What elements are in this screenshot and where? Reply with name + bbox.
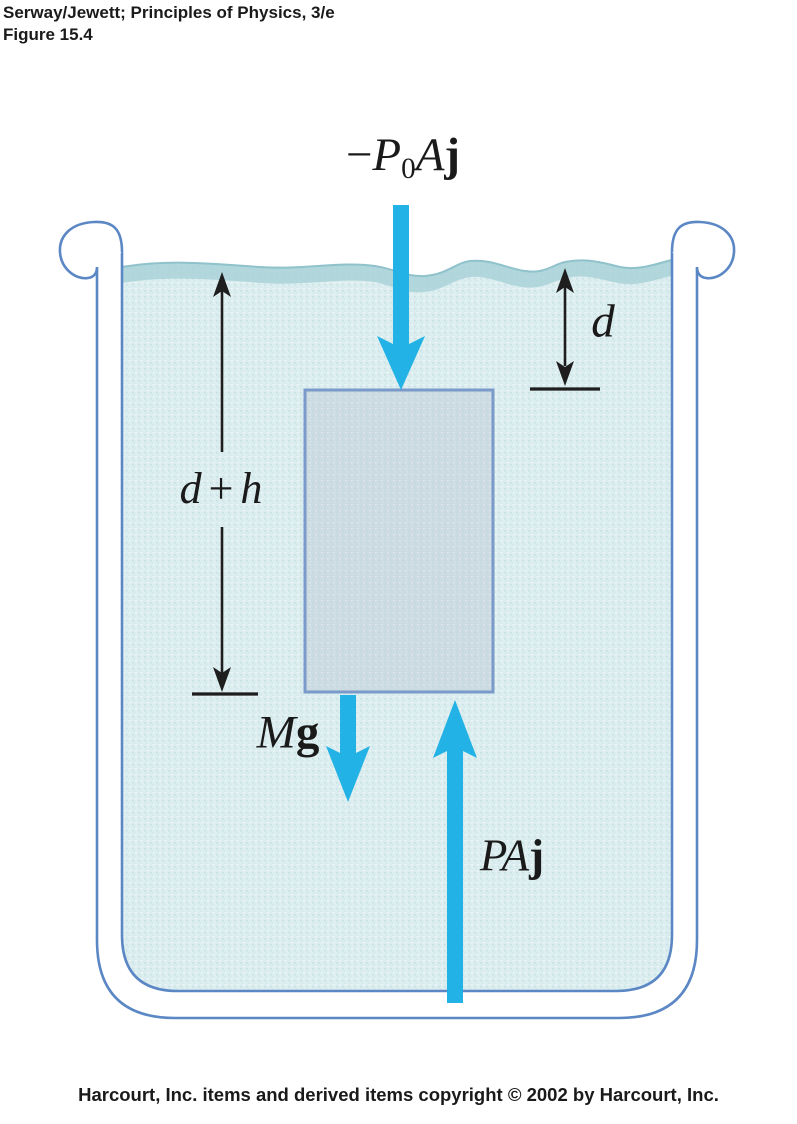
label-depth-d-plus-h: d+h — [179, 464, 263, 513]
dim-d-arrowhead-down — [556, 361, 574, 386]
force-arrow-pa-up — [433, 700, 477, 1003]
copyright-notice: Harcourt, Inc. items and derived items c… — [78, 1084, 719, 1105]
figure-header: Serway/Jewett; Principles of Physics, 3/… — [3, 2, 335, 47]
dim-dh-arrowhead-up — [213, 272, 231, 297]
label-weight-mg: Mg — [256, 706, 320, 759]
label-bottom-force-paj: PAj — [479, 830, 545, 881]
dim-dh-arrowhead-down — [213, 667, 231, 692]
beaker-lip-right — [670, 220, 736, 280]
label-depth-d: d — [591, 295, 615, 348]
beaker-inner-wall — [120, 252, 674, 993]
submerged-block-texture — [307, 392, 491, 690]
beaker-lip-left — [58, 220, 124, 280]
water-surface-line — [121, 259, 673, 278]
beaker-outer-wall — [95, 268, 699, 1020]
minus-sign: − — [345, 128, 373, 181]
force-arrow-mg-down — [326, 695, 370, 802]
force-arrow-p0a-down — [377, 205, 425, 390]
dim-d-arrowhead-up — [556, 268, 574, 293]
book-title: Serway/Jewett; Principles of Physics, 3/… — [3, 3, 335, 22]
label-atmospheric-force: −P0Aj — [345, 128, 461, 186]
figure-number: Figure 15.4 — [3, 25, 93, 45]
